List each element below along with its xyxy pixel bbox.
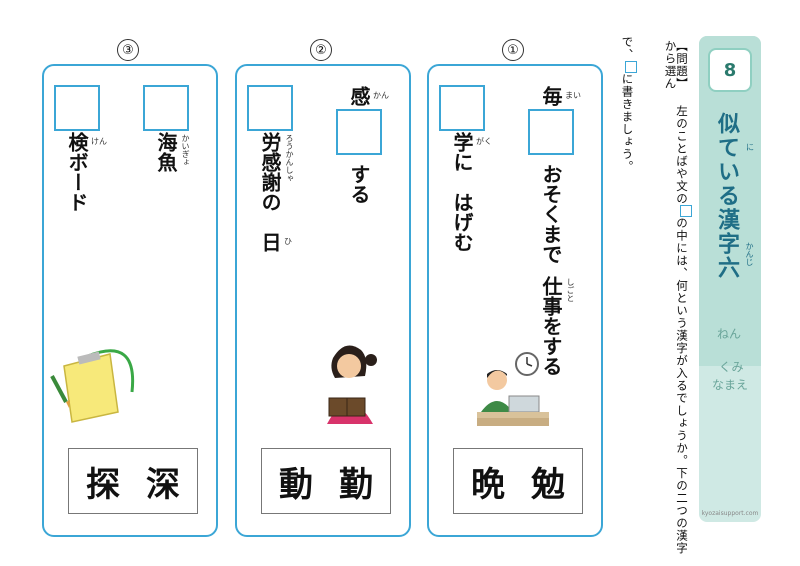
- question-panel-3: 海魚 かいぎょ 検ボード けん 探 深: [42, 64, 218, 537]
- p1-phrase1-after: おそくまで: [539, 164, 563, 264]
- panel-number-1: ①: [502, 39, 524, 61]
- p2-choice-1: 動: [279, 464, 313, 505]
- worksheet-title: 似ている漢字六: [714, 112, 739, 280]
- p3-choice-2: 深: [146, 464, 180, 505]
- p3-choice-1: 探: [86, 464, 120, 505]
- p3-answer-box-2[interactable]: [54, 85, 100, 131]
- p3-answer-box-1[interactable]: [143, 85, 189, 131]
- p2-phrase2-after: 労感謝の 日: [258, 132, 282, 252]
- kumi-label: くみ: [719, 360, 744, 374]
- site-url: kyozaisupport.com: [701, 510, 759, 517]
- p1-phrase1-before: 毎: [539, 86, 563, 106]
- p2-answer-box-2[interactable]: [247, 85, 293, 131]
- clipboard-illustration-icon: [50, 349, 135, 423]
- reading-woman-illustration-icon: [327, 345, 377, 424]
- p1-choice-1: 晩: [471, 464, 505, 505]
- p1-phrase2-after: 学に はげむ: [450, 132, 474, 252]
- title-furigana-ni: に: [746, 143, 754, 152]
- p2-answer-box-1[interactable]: [336, 109, 382, 155]
- inline-answer-box-icon: [679, 205, 692, 217]
- p1-phrase1-after2: 仕事をする: [539, 276, 563, 376]
- p1-choices: 晩 勉: [453, 448, 583, 514]
- instruction-text-2b: に書きましょう。: [620, 73, 635, 173]
- question-panel-1: 毎 まい おそくまで 仕事をする しごと 学に はげむ がく 晩 勉: [427, 64, 603, 537]
- p2-furi-kan: かん: [373, 91, 389, 100]
- question-panel-2: 感 かん する 労感謝の 日 ろうかんしゃ ひ 動 勤: [235, 64, 411, 537]
- title-bar: 8 似ている漢字六 に かんじ: [699, 36, 761, 522]
- panel-number-3: ③: [117, 39, 139, 61]
- p1-answer-box-1[interactable]: [528, 109, 574, 155]
- instruction-text-1: 【問題】 左のことばや文の: [675, 40, 689, 205]
- p3-furi-ken: けん: [91, 137, 107, 146]
- p1-choice-2: 勉: [531, 464, 565, 505]
- namae-label: なまえ: [712, 378, 749, 392]
- p1-furi-mai: まい: [565, 91, 581, 100]
- p3-phrase2-after: 検ボード: [65, 132, 89, 212]
- p1-furi-gaku: がく: [476, 137, 492, 146]
- instruction-text-1b: の中には、何という漢字が入るでしょうか。下の二つの漢字から選ん: [663, 40, 690, 555]
- instruction-text-2a: で、: [620, 36, 635, 61]
- p2-choice-2: 勤: [339, 464, 373, 505]
- p2-furi-roukansha: ろうかんしゃ: [285, 134, 294, 182]
- p1-answer-box-2[interactable]: [439, 85, 485, 131]
- panel-number-2: ②: [310, 39, 332, 61]
- p3-furi-kaigyo: かいぎょ: [181, 134, 190, 166]
- p2-phrase1-after: する: [347, 164, 371, 204]
- worksheet-number: 8: [708, 48, 752, 92]
- p2-choices: 動 勤: [261, 448, 391, 514]
- p3-choices: 探 深: [68, 448, 198, 514]
- p2-furi-hi: ひ: [284, 237, 292, 246]
- title-furigana-kanji: かんじ: [745, 242, 754, 266]
- nen-label: ねん: [717, 327, 742, 341]
- p3-phrase1-after: 海魚: [154, 132, 178, 172]
- p2-phrase1-before: 感: [347, 86, 371, 106]
- p1-furi-shigoto: しごと: [566, 278, 575, 302]
- instruction-line-2: で、に書きましょう。: [621, 36, 637, 173]
- inline-answer-box-icon: [625, 61, 637, 73]
- studying-person-illustration-icon: [477, 352, 549, 426]
- instruction-line-1: 【問題】 左のことばや文のの中には、何という漢字が入るでしょうか。下の二つの漢字…: [664, 40, 692, 566]
